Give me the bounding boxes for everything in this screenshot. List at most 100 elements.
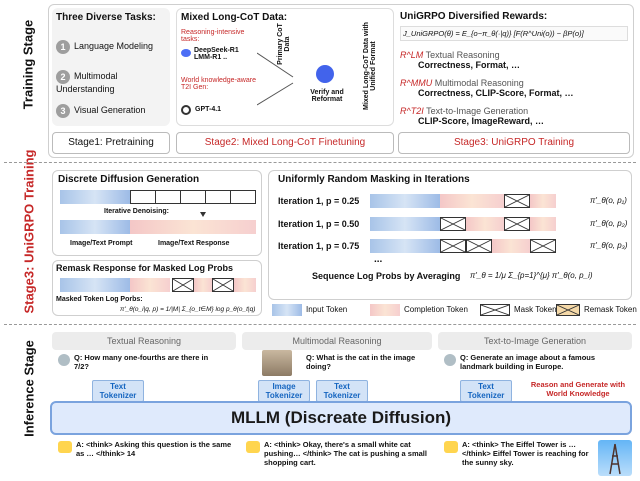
iter1-input xyxy=(370,194,440,208)
world-knowledge-label: World knowledge-aware T2I Gen: xyxy=(181,77,256,91)
multimodal-answer: A: <think> Okay, there's a small white c… xyxy=(264,440,427,467)
mask-token-icon xyxy=(440,217,466,231)
completion-token-bar-3 xyxy=(194,278,212,292)
reward-item: R^MMU Multimodal Reasoning Correctness, … xyxy=(400,78,574,98)
textual-answer: A: <think> Asking this question is the s… xyxy=(76,440,232,458)
masking-panel xyxy=(268,170,632,300)
t2i-answer: A: <think> The Eiffel Tower is …</think>… xyxy=(462,440,589,467)
eiffel-tower-image xyxy=(598,440,632,476)
denoise-arrow-icon xyxy=(200,212,206,217)
mask-token-icon xyxy=(504,194,530,208)
training-stage-label: Training Stage xyxy=(20,19,36,110)
reward-item: R^T2I Text-to-Image Generation CLIP-Scor… xyxy=(400,106,545,126)
mask-token-icon xyxy=(212,278,234,292)
iter1-completion-2 xyxy=(530,194,556,208)
stage2-button: Stage2: Mixed Long-CoT Finetuning xyxy=(176,132,394,154)
iter3-completion xyxy=(492,239,530,253)
user-avatar-icon xyxy=(58,354,70,366)
mask-token-icon xyxy=(504,217,530,231)
tasks-title: Three Diverse Tasks: xyxy=(56,12,156,23)
verify-label: Verify and Reformat xyxy=(310,89,344,103)
bot-avatar-icon xyxy=(444,441,458,453)
legend-remask-swatch xyxy=(556,304,580,316)
rewards-panel: UniGRPO Diversified Rewards: J_UniGRPO(θ… xyxy=(398,8,630,126)
remask-title: Remask Response for Masked Log Probs xyxy=(56,263,234,273)
rewards-title: UniGRPO Diversified Rewards: xyxy=(400,11,548,22)
text-tokenizer-2: Text Tokenizer xyxy=(316,380,368,402)
iteration-label: Iteration 1, p = 0.50 xyxy=(278,219,360,229)
verify-icon xyxy=(316,65,334,83)
divider-1 xyxy=(4,162,636,163)
reasoning-tasks-label: Reasoning-intensive tasks: xyxy=(181,29,245,43)
openai-icon xyxy=(181,105,191,115)
stage3-label: Stage3: UniGRPO Training xyxy=(21,149,37,314)
input-token-bar-2 xyxy=(60,220,130,234)
mask-token-icon xyxy=(530,239,556,253)
legend-mask-label: Mask Token xyxy=(514,305,557,314)
iter2-completion-2 xyxy=(530,217,556,231)
denoise-label: Iterative Denoising: xyxy=(104,208,169,215)
remask-formula: π'_θ(o_i|q, p) = 1/|M| Σ_{o_t∈M} log p_θ… xyxy=(120,306,256,313)
input-token-bar xyxy=(60,190,130,204)
completion-token-bar xyxy=(130,220,256,234)
legend-input-swatch xyxy=(272,304,302,316)
mask-token-bar xyxy=(130,190,256,204)
mask-token-icon xyxy=(466,239,492,253)
legend-remask-label: Remask Token xyxy=(584,305,637,314)
divider-2 xyxy=(4,324,636,325)
tab-multimodal-reasoning: Multimodal Reasoning xyxy=(242,332,432,350)
text-tokenizer-1: Text Tokenizer xyxy=(92,380,144,402)
mixed-title: Mixed Long-CoT Data: xyxy=(181,12,288,23)
legend-input-label: Input Token xyxy=(306,305,348,314)
completion-token-bar-4 xyxy=(234,278,256,292)
mask-token-icon xyxy=(440,239,466,253)
reason-generate-label: Reason and Generate with World Knowledge xyxy=(530,380,626,398)
diffusion-panel xyxy=(52,170,262,256)
cat-image xyxy=(262,350,292,376)
iter3-input xyxy=(370,239,440,253)
rewards-formula: J_UniGRPO(θ) = E_{o~π_θ(·|q)} [F(R^Uni(o… xyxy=(400,26,628,41)
completion-token-bar-2 xyxy=(130,278,170,292)
mixed-output-label: Mixed Long-CoT Data with Unified Format xyxy=(363,22,377,110)
flow-arrows xyxy=(257,52,294,106)
diffusion-title: Discrete Diffusion Generation xyxy=(58,174,200,185)
bot-avatar-icon xyxy=(58,441,72,453)
textual-question: Q: How many one-fourths are there in 7/2… xyxy=(74,353,209,371)
world-model: GPT-4.1 xyxy=(195,106,222,113)
tab-t2i-generation: Text-to-Image Generation xyxy=(438,332,632,350)
legend-completion-swatch xyxy=(370,304,400,316)
inference-stage-label: Inference Stage xyxy=(21,340,37,437)
input-token-bar-3 xyxy=(60,278,130,292)
reasoning-models: DeepSeek-R1 LMM-R1 .. xyxy=(194,47,239,61)
bot-avatar-icon xyxy=(246,441,260,453)
reward-item: R^LM Textual Reasoning Correctness, Form… xyxy=(400,50,521,70)
iteration-label: Iteration 1, p = 0.25 xyxy=(278,196,360,206)
iteration-output: π'_θ(o, p₂) xyxy=(590,219,628,228)
iteration-dots: ... xyxy=(374,254,383,265)
legend-mask-swatch xyxy=(480,304,510,316)
t2i-question: Q: Generate an image about a famous land… xyxy=(460,353,596,371)
primary-cot-label: Primary CoT Data xyxy=(277,23,291,65)
image-tokenizer: Image Tokenizer xyxy=(258,380,310,402)
iteration-output: π'_θ(o, p₃) xyxy=(590,241,628,250)
log-probs-label: Masked Token Log Porbs: xyxy=(56,296,143,303)
tab-textual-reasoning: Textual Reasoning xyxy=(52,332,236,350)
response-label: Image/Text Response xyxy=(158,240,230,247)
mllm-block: MLLM (Discreate Diffusion) xyxy=(50,401,632,435)
user-avatar-icon xyxy=(444,354,456,366)
prompt-label: Image/Text Prompt xyxy=(70,240,133,247)
deepseek-icon xyxy=(181,49,191,57)
iter1-completion xyxy=(440,194,504,208)
sequence-formula: π'_θ = 1/μ Σ_{p=1}^{μ} π'_θ(o, p_i) xyxy=(470,271,593,280)
text-tokenizer-3: Text Tokenizer xyxy=(460,380,512,402)
legend-completion-label: Completion Token xyxy=(404,305,468,314)
iteration-output: π'_θ(o, p₁) xyxy=(590,196,627,205)
sequence-label: Sequence Log Probs by Averaging xyxy=(312,271,461,281)
mixed-cot-panel: Mixed Long-CoT Data: Reasoning-intensive… xyxy=(176,8,394,126)
iter2-input xyxy=(370,217,440,231)
masking-title: Uniformly Random Masking in Iterations xyxy=(278,174,470,185)
